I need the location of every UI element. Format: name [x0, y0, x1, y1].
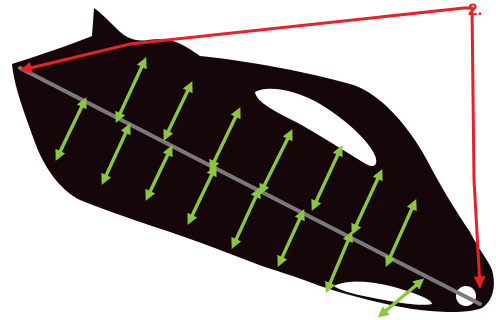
step-number-label: 2.: [468, 0, 482, 19]
red-arrow-icon: [464, 8, 474, 180]
